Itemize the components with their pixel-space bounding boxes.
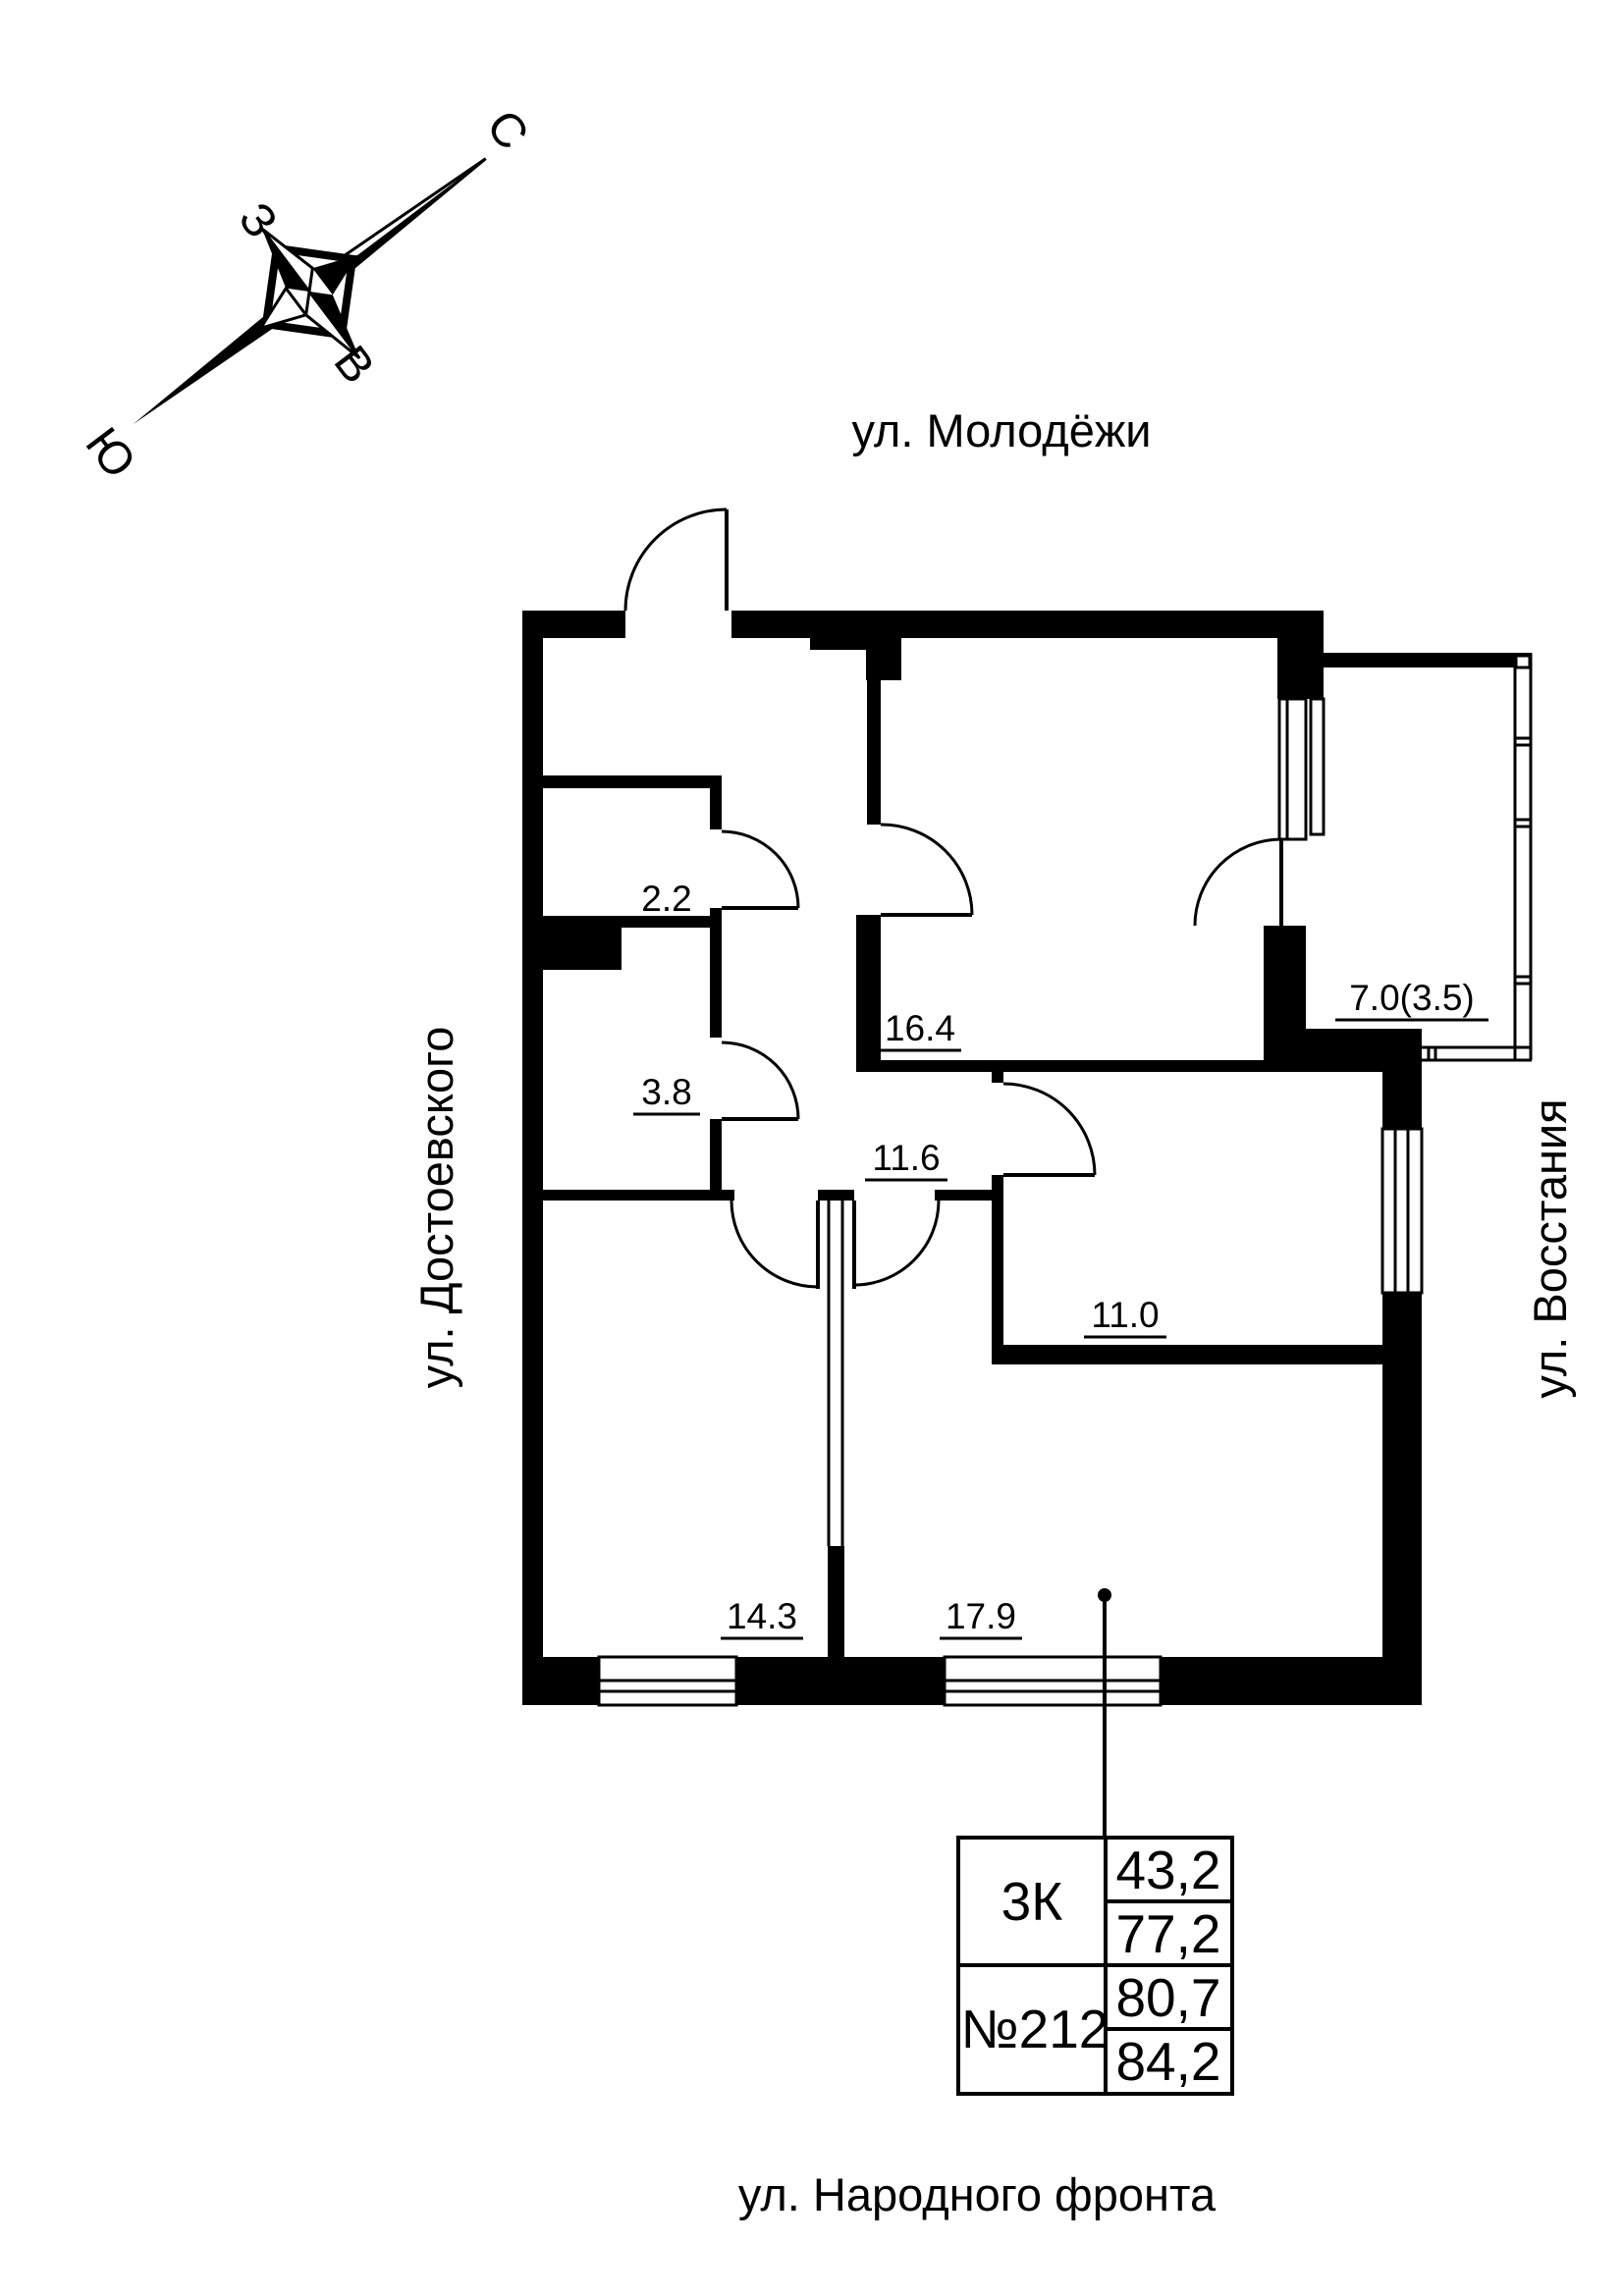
room-area-label-balcony: 7.0(3.5) — [1349, 978, 1475, 1018]
info-table-area-value-4: 84,2 — [1115, 2031, 1220, 2092]
wall-bottom-left-block — [522, 1657, 599, 1705]
door-closet — [721, 829, 800, 910]
street-label-right: ул. Восстания — [1524, 1098, 1576, 1398]
street-labels: ул. Молодёжи ул. Достоевского ул. Восста… — [410, 404, 1576, 2220]
window-room-right — [943, 1655, 1163, 1707]
window-living-balcony — [1277, 697, 1325, 841]
street-label-top: ул. Молодёжи — [851, 404, 1151, 456]
compass-west-label: З — [229, 193, 288, 247]
door-bedroom — [1002, 1082, 1097, 1177]
wall-hall-bedroom-lower — [992, 1175, 1003, 1364]
door-balcony — [1193, 837, 1283, 927]
wall-balcony-bottom-block — [1264, 1029, 1422, 1072]
door-living-room — [880, 823, 974, 917]
wall-bath-right-mid — [710, 908, 722, 1038]
wall-left-outer — [522, 611, 543, 1705]
street-label-bottom: ул. Народного фронта — [738, 2168, 1217, 2220]
wall-shaft-block — [543, 928, 622, 970]
door-bathroom — [721, 1041, 800, 1121]
compass-rose: С З В Ю — [76, 101, 538, 488]
wall-bottom-right-block — [1161, 1657, 1422, 1705]
doors — [623, 507, 1283, 1289]
wall-closet-bath-divider — [543, 916, 722, 928]
leader — [1098, 1588, 1111, 1838]
wall-top-right — [731, 611, 1324, 638]
door-room-left — [730, 1200, 820, 1289]
balcony-glazing-right — [1513, 653, 1533, 1060]
wall-top-right-corner-block — [1277, 638, 1324, 699]
room-area-label-hallway: 11.6 — [872, 1138, 940, 1178]
door-room-right — [852, 1200, 941, 1289]
room-area-label-room-left: 14.3 — [727, 1596, 797, 1636]
room-area-labels: 2.2 3.8 16.4 11.6 11.0 14.3 17.9 7.0(3.5… — [633, 879, 1488, 1640]
compass-west-point — [257, 286, 309, 331]
wall-bottom-middle-block — [736, 1657, 945, 1705]
info-table-apartment-number: №212 — [961, 1999, 1109, 2059]
info-table-area-value-2: 77,2 — [1115, 1903, 1220, 1964]
wall-hall-bedroom-stub — [992, 1072, 1003, 1083]
wall-corridor-bottom-right — [935, 1190, 1003, 1201]
balcony-sill-bottom — [1422, 1045, 1532, 1062]
compass-east-label: В — [324, 337, 385, 393]
wall-hall-corner-block — [866, 638, 901, 680]
wall-living-bottom — [856, 1060, 1277, 1072]
window-bedroom — [1380, 1127, 1424, 1295]
wall-closet-top — [543, 775, 722, 788]
balcony-glazing-top-pane — [1514, 654, 1532, 669]
info-table-area-value-3: 80,7 — [1115, 1967, 1220, 2028]
wall-hall-living-lower — [856, 915, 881, 1072]
wall-partition-solid — [828, 1546, 844, 1657]
wall-hall-living-upper — [867, 638, 881, 825]
wall-bath-right-lower — [710, 1119, 722, 1201]
room-area-label-living-room: 16.4 — [885, 1008, 955, 1048]
window-secondary-pane — [1309, 697, 1325, 836]
window-room-left — [597, 1655, 738, 1707]
walls — [522, 611, 1532, 1705]
compass-south-label: Ю — [76, 418, 146, 488]
wall-balcony-top — [1324, 653, 1532, 667]
compass-down-point-dark — [309, 292, 360, 358]
wall-bath-bottom — [522, 1190, 734, 1201]
street-label-left: ул. Достоевского — [410, 1027, 462, 1389]
info-table-apartment-type: 3К — [1001, 1871, 1063, 1932]
wall-bedroom-bottom — [992, 1345, 1422, 1364]
room-area-label-bedroom: 11.0 — [1091, 1295, 1159, 1335]
compass-east-point — [312, 254, 358, 295]
info-table-area-value-1: 43,2 — [1115, 1840, 1220, 1900]
door-entrance — [623, 507, 729, 612]
wall-corridor-bottom-mid — [818, 1190, 854, 1201]
info-table: 3К №212 43,2 77,2 80,7 84,2 — [956, 1836, 1234, 2096]
compass-north-label: С — [476, 101, 538, 160]
room-area-label-bathroom: 3.8 — [641, 1072, 691, 1112]
compass-up-point-light — [260, 227, 314, 295]
wall-closet-right-stub — [710, 788, 722, 829]
wall-living-balcony-lower — [1264, 926, 1306, 1029]
room-area-label-room-right: 17.9 — [946, 1596, 1016, 1636]
windows — [597, 653, 1533, 1707]
room-area-label-closet: 2.2 — [641, 879, 691, 919]
partition-14-17 — [827, 1201, 844, 1546]
